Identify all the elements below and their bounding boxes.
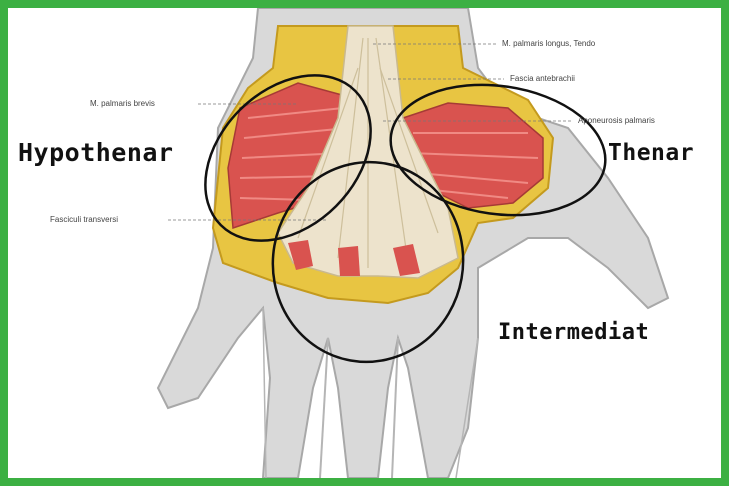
label-palmaris-longus: M. palmaris longus, Tendo [502, 39, 595, 48]
region-label-intermediate: Intermediat [498, 320, 649, 345]
region-label-thenar: Thenar [608, 140, 694, 166]
hand-illustration [8, 8, 721, 478]
label-fascia-antebrachii: Fascia antebrachii [510, 74, 575, 83]
region-label-hypothenar: Hypothenar [18, 138, 174, 167]
label-aponeurosis-palmaris: Aponeurosis palmaris [578, 116, 655, 125]
label-palmaris-brevis: M. palmaris brevis [90, 99, 155, 108]
label-fasciculi-transversi: Fasciculi transversi [50, 215, 118, 224]
